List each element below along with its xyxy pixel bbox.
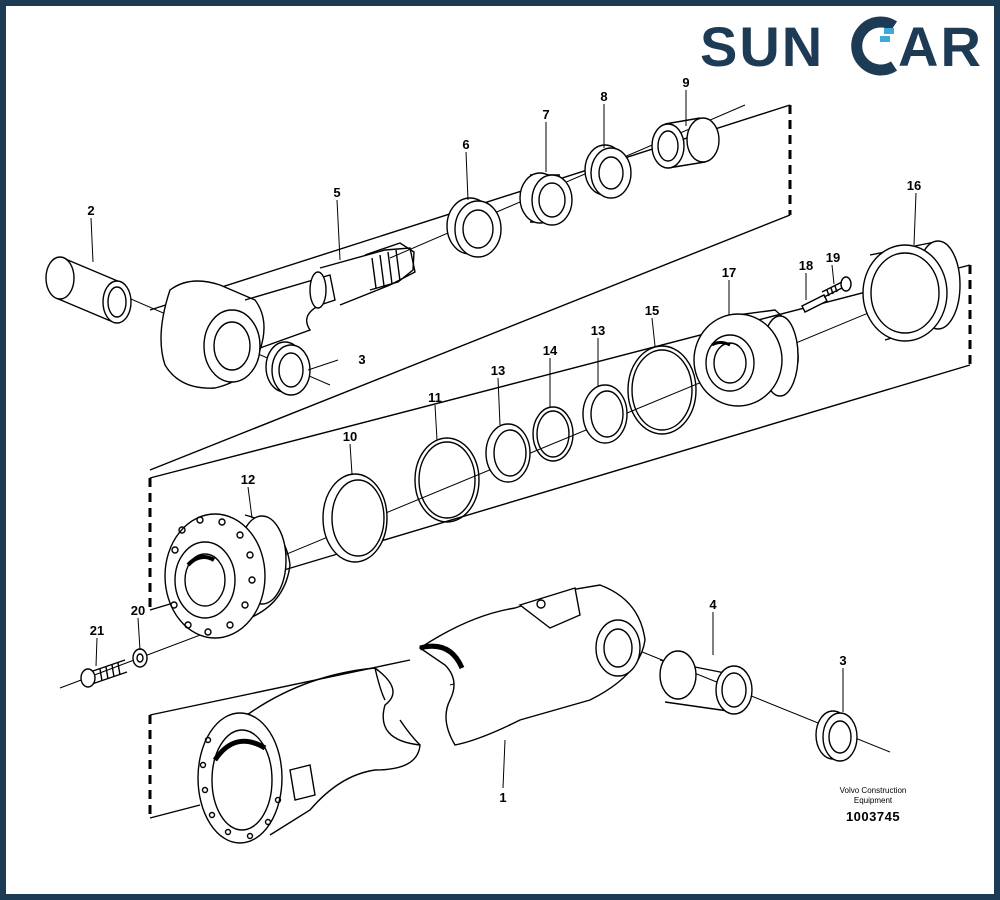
leader-lines [90, 90, 917, 789]
part-16-large-ring [862, 240, 961, 342]
callout-21: 21 [90, 623, 104, 638]
logo-text-left: SUN [700, 15, 824, 78]
callout-20: 20 [131, 603, 145, 618]
part-18-pin [801, 294, 828, 313]
callout-13-right: 13 [591, 323, 605, 338]
callout-8: 8 [600, 89, 607, 104]
callout-17: 17 [722, 265, 736, 280]
part-2-bushing [45, 256, 132, 324]
part-14-ring [532, 406, 574, 462]
callout-1: 1 [499, 790, 506, 805]
part-21-bolt [80, 659, 128, 688]
callout-4: 4 [709, 597, 717, 612]
part-9-guide-bushing [651, 117, 720, 169]
callout-3-upper: 3 [358, 352, 365, 367]
part-8-buffer-seal [584, 144, 632, 199]
part-15-ring [627, 345, 697, 435]
callout-labels: 2 3 5 6 7 8 9 16 17 18 19 15 13 14 13 11… [87, 75, 921, 805]
callout-3-lower: 3 [839, 653, 846, 668]
callout-15: 15 [645, 303, 659, 318]
callout-13-left: 13 [491, 363, 505, 378]
part-1-cylinder-barrel [197, 584, 646, 844]
callout-2: 2 [87, 203, 94, 218]
diagram-number: 1003745 [845, 809, 901, 824]
part-13-ring-b [582, 384, 628, 444]
callout-14: 14 [543, 343, 558, 358]
logo-c-emblem [851, 16, 898, 76]
callout-6: 6 [462, 137, 469, 152]
part-13-ring-a [485, 423, 531, 483]
part-11-ring [414, 437, 480, 523]
part-17-piston [693, 309, 799, 407]
part-3-seal-ring-lower [815, 710, 858, 762]
credit-line-1: Volvo Construction [839, 786, 907, 795]
credit-line-2: Equipment [853, 796, 893, 805]
callout-11: 11 [428, 390, 442, 405]
callout-9: 9 [682, 75, 689, 90]
part-6-wiper-seal [446, 197, 502, 258]
part-5-piston-rod [160, 242, 416, 389]
part-20-washer [132, 648, 148, 668]
diagram-credit: Volvo Construction Equipment 1003745 [808, 786, 938, 824]
callout-18: 18 [799, 258, 813, 273]
part-12-cylinder-head [164, 513, 291, 639]
callout-10: 10 [343, 429, 357, 444]
part-10-ring [322, 473, 388, 563]
callout-12: 12 [241, 472, 255, 487]
callout-7: 7 [542, 107, 549, 122]
callout-16: 16 [907, 178, 921, 193]
group-bracket-piston [148, 264, 972, 611]
group-bracket-rod [149, 104, 792, 471]
part-4-bushing [659, 650, 753, 715]
suncar-logo: SUN AR [700, 15, 983, 78]
callout-5: 5 [333, 185, 340, 200]
part-19-screw [821, 276, 852, 298]
logo-text-right: AR [898, 15, 983, 78]
part-7-rod-seal [519, 172, 573, 226]
part-3-seal-ring-upper [265, 341, 311, 396]
callout-19: 19 [826, 250, 840, 265]
